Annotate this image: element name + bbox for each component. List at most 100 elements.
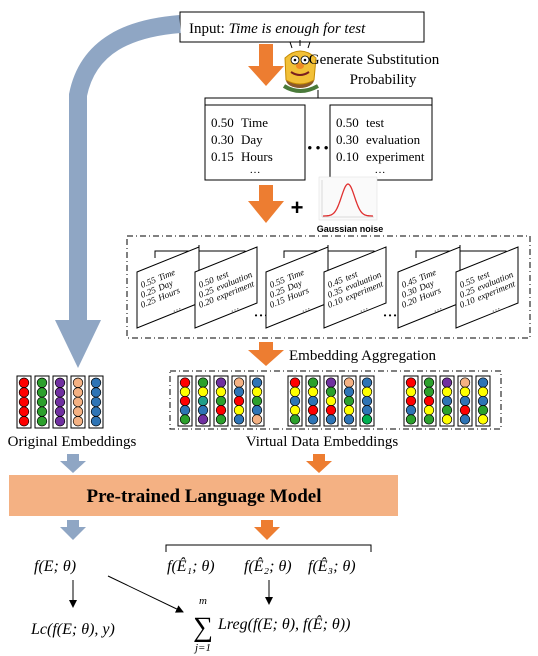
embedding-dot (215, 377, 227, 388)
embedding-dot (251, 386, 263, 397)
prob-word: experiment (366, 149, 425, 164)
prob-box-ellipsis: … (375, 164, 386, 176)
embedding-dot (251, 377, 263, 388)
card-ellipsis: … (431, 301, 443, 314)
card-group-dots: • • • (384, 311, 397, 320)
input-sentence: Time is enough for test (229, 21, 367, 37)
embedding-dot (307, 377, 319, 388)
embedding-dot (90, 387, 102, 398)
embedding-dot (179, 414, 191, 425)
embedding-dot (18, 387, 30, 398)
embedding-dot (18, 377, 30, 388)
embedding-dot (441, 395, 453, 407)
embedding-dot (477, 386, 489, 397)
embedding-dot (197, 377, 209, 388)
embedding-dot (233, 405, 245, 416)
embedding-dot (36, 377, 48, 388)
embedding-dot (307, 386, 319, 397)
svg-text:Input: Time is enough for test: Input: Time is enough for test (189, 21, 366, 37)
virtual-embedding-group (287, 375, 375, 427)
embedding-dot (215, 405, 227, 416)
embedding-dot (459, 395, 471, 407)
formula-f-orig: f(E; θ) (34, 558, 76, 575)
embedding-dot (179, 395, 191, 407)
virtual-embedding-group (403, 375, 491, 427)
embedding-column (457, 375, 473, 427)
embedding-dot (36, 416, 48, 427)
embedding-dot (307, 414, 319, 425)
original-embeddings-label: Original Embeddings (8, 434, 137, 450)
embedding-dot (54, 387, 66, 398)
embedding-dot (72, 377, 84, 388)
embedding-dot (405, 386, 417, 397)
embedding-dot (477, 405, 489, 416)
embedding-dot (343, 395, 355, 407)
embedding-column (421, 375, 437, 427)
card-prob-word: test (215, 269, 231, 283)
blue-arrow-to-plm (60, 454, 86, 473)
embedding-dot (179, 386, 191, 397)
prob-word: Time (241, 115, 268, 130)
embedding-dot (477, 414, 489, 425)
embedding-dot (289, 395, 301, 407)
gaussian-noise-plot (318, 176, 378, 221)
embedding-column (88, 375, 104, 429)
embedding-column (341, 375, 357, 427)
card-ellipsis: … (170, 301, 182, 314)
embedding-dot (441, 377, 453, 388)
embedding-dot (72, 416, 84, 427)
embedding-dot (459, 414, 471, 425)
embedding-column (249, 375, 265, 427)
virtual-embeddings-container (169, 370, 502, 430)
embedding-dot (361, 395, 373, 407)
embedding-dot (197, 386, 209, 397)
embedding-dot (72, 396, 84, 408)
arrow-to-lreg (107, 575, 184, 613)
embedding-dot (307, 405, 319, 416)
formula-f-hat-2: f(Ê₂; θ) (244, 556, 292, 575)
blue-curved-arrow (55, 15, 181, 368)
embedding-dot (54, 396, 66, 408)
embedding-dot (18, 416, 30, 427)
blue-arrow-below-plm (60, 520, 86, 540)
orange-arrow-2 (248, 185, 284, 223)
embedding-dot (361, 414, 373, 425)
embedding-dot (441, 405, 453, 416)
embedding-dot (251, 405, 263, 416)
embedding-dot (423, 405, 435, 416)
embedding-dot (423, 414, 435, 425)
embedding-column (70, 375, 86, 429)
embedding-column (195, 375, 211, 427)
gaussian-noise-label: Gaussian noise (317, 224, 384, 234)
card-ellipsis: … (228, 301, 240, 314)
formula-lreg: Lreg(f(E; θ), f(Ê; θ)) (217, 614, 350, 633)
embedding-dot (197, 405, 209, 416)
perturbed-cards-container (126, 235, 531, 339)
virtual-embedding-group (177, 375, 265, 427)
embedding-dot (343, 414, 355, 425)
embedding-dot (477, 395, 489, 407)
prob-value: 0.30 (211, 132, 234, 147)
prob-word: evaluation (366, 132, 421, 147)
embedding-column (403, 375, 419, 427)
embedding-dot (361, 386, 373, 397)
orange-arrow-to-plm (306, 454, 332, 473)
embedding-dot (477, 377, 489, 388)
embedding-dot (215, 414, 227, 425)
embedding-dot (54, 406, 66, 417)
embedding-dot (325, 386, 337, 397)
embedding-column (305, 375, 321, 427)
original-embeddings (16, 375, 104, 429)
virtual-output-bracket (165, 544, 372, 552)
prob-bracket (204, 90, 433, 105)
embedding-dot (197, 414, 209, 425)
embedding-dot (405, 395, 417, 407)
generate-label-line1: Generate Substitution (309, 52, 440, 68)
plus-sign: + (291, 195, 304, 220)
embedding-dot (459, 405, 471, 416)
